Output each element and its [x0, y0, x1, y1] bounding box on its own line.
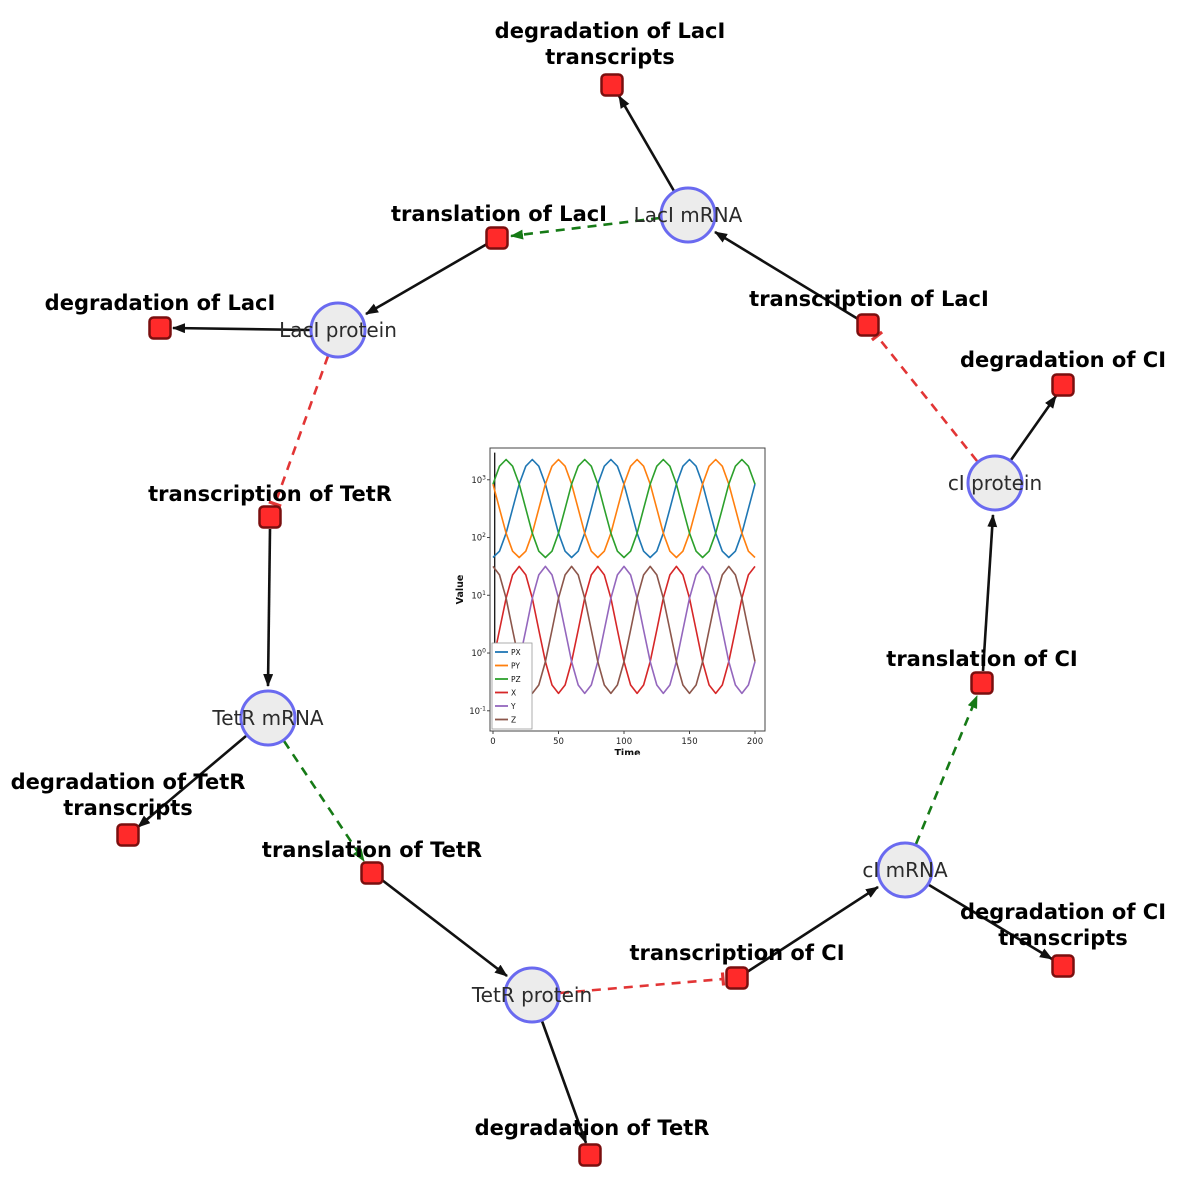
- reaction-node-transcription-of-tetr[interactable]: [258, 505, 282, 529]
- reaction-label-degradation-of-tetr: degradation of TetR: [475, 1116, 710, 1140]
- edge-tetr-mrna-modifies-translation-tetr: [282, 740, 366, 862]
- reaction-label-degradation-of-ci-transcripts-2: transcripts: [998, 926, 1128, 950]
- reaction-node-translation-of-laci[interactable]: [485, 226, 509, 250]
- species-label-ci-protein: cI protein: [948, 471, 1042, 495]
- svg-text:X: X: [511, 688, 516, 697]
- edge-tetr-protein-to-degradation: [540, 1020, 588, 1144]
- species-node-laci-protein[interactable]: [309, 301, 367, 359]
- reaction-label-transcription-of-ci: transcription of CI: [629, 941, 844, 965]
- svg-text:PX: PX: [511, 648, 521, 657]
- reaction-node-degradation-of-tetr-transcripts[interactable]: [116, 823, 140, 847]
- edge-translation-tetr-to-tetr-protein: [381, 878, 508, 978]
- edge-ci-protein-inhibits-transcription-laci: [870, 330, 979, 462]
- species-node-tetr-protein[interactable]: [503, 966, 561, 1024]
- reaction-node-translation-of-ci[interactable]: [970, 671, 994, 695]
- reaction-label-degradation-of-laci-transcripts-1: degradation of LacI: [495, 19, 726, 43]
- reaction-node-transcription-of-ci[interactable]: [725, 966, 749, 990]
- reaction-node-transcription-of-laci[interactable]: [856, 313, 880, 337]
- edge-ci-mrna-modifies-translation-ci: [914, 695, 979, 845]
- reaction-node-degradation-of-ci[interactable]: [1051, 373, 1075, 397]
- svg-text:Time: Time: [614, 748, 640, 755]
- edge-transcription-ci-to-ci-mrna: [746, 885, 879, 974]
- species-label-laci-protein: LacI protein: [279, 318, 397, 342]
- reaction-label-transcription-of-laci: transcription of LacI: [749, 287, 989, 311]
- edge-tetr-mrna-to-degradation-transcripts: [137, 735, 247, 828]
- edge-transcription-tetr-to-tetr-mrna: [263, 528, 274, 687]
- svg-text:100: 100: [616, 737, 632, 747]
- svg-text:Y: Y: [510, 702, 516, 711]
- svg-text:101: 101: [471, 590, 486, 602]
- reaction-label-degradation-of-ci: degradation of CI: [960, 348, 1166, 372]
- edge-laci-protein-to-degradation: [172, 323, 311, 334]
- edge-laci-protein-inhibits-transcription-tetr: [268, 355, 330, 508]
- species-label-ci-mrna: cI mRNA: [862, 858, 948, 882]
- svg-text:PZ: PZ: [511, 675, 521, 684]
- svg-text:103: 103: [471, 474, 486, 486]
- reaction-label-degradation-of-tetr-transcripts-2: transcripts: [63, 796, 193, 820]
- svg-text:200: 200: [747, 737, 763, 747]
- reaction-node-translation-of-tetr[interactable]: [360, 861, 384, 885]
- edge-translation-laci-to-laci-protein: [365, 242, 488, 316]
- svg-text:102: 102: [471, 532, 486, 544]
- species-label-laci-mrna: LacI mRNA: [634, 203, 743, 227]
- species-node-ci-protein[interactable]: [966, 454, 1024, 512]
- reaction-label-translation-of-laci: translation of LacI: [391, 202, 607, 226]
- species-label-tetr-protein: TetR protein: [471, 983, 592, 1007]
- svg-text:100: 100: [471, 648, 486, 660]
- reaction-label-degradation-of-tetr-transcripts-1: degradation of TetR: [11, 770, 246, 794]
- svg-text:Z: Z: [511, 715, 516, 724]
- edge-transcription-laci-to-laci-mrna: [714, 230, 859, 321]
- svg-text:Value: Value: [455, 575, 466, 605]
- svg-text:50: 50: [553, 737, 564, 747]
- svg-text:150: 150: [681, 737, 697, 747]
- svg-text:PY: PY: [511, 661, 520, 670]
- svg-text:0: 0: [490, 737, 495, 747]
- reaction-label-transcription-of-tetr: transcription of TetR: [148, 482, 392, 506]
- edge-tetr-protein-inhibits-transcription-ci: [559, 972, 726, 995]
- species-label-tetr-mrna: TetR mRNA: [211, 706, 324, 730]
- species-node-laci-mrna[interactable]: [659, 186, 717, 244]
- reaction-node-degradation-of-tetr[interactable]: [578, 1143, 602, 1167]
- reaction-node-degradation-of-laci[interactable]: [148, 316, 172, 340]
- reaction-label-degradation-of-laci-transcripts-2: transcripts: [545, 45, 675, 69]
- reaction-label-translation-of-tetr: translation of TetR: [262, 838, 482, 862]
- species-node-tetr-mrna[interactable]: [239, 689, 297, 747]
- reaction-label-translation-of-ci: translation of CI: [886, 647, 1077, 671]
- reaction-label-degradation-of-ci-transcripts-1: degradation of CI: [960, 900, 1166, 924]
- reaction-label-degradation-of-laci: degradation of LacI: [45, 291, 276, 315]
- edge-translation-ci-to-ci-protein: [981, 514, 998, 672]
- reaction-node-degradation-of-ci-transcripts[interactable]: [1051, 954, 1075, 978]
- edge-ci-protein-to-degradation: [1009, 395, 1058, 461]
- edge-laci-mrna-to-degradation-transcripts: [617, 95, 676, 192]
- edge-ci-mrna-to-degradation-transcripts: [928, 883, 1053, 961]
- reaction-node-degradation-of-laci-transcripts[interactable]: [600, 73, 624, 97]
- species-node-ci-mrna[interactable]: [876, 841, 934, 899]
- svg-text:10-1: 10-1: [469, 705, 486, 717]
